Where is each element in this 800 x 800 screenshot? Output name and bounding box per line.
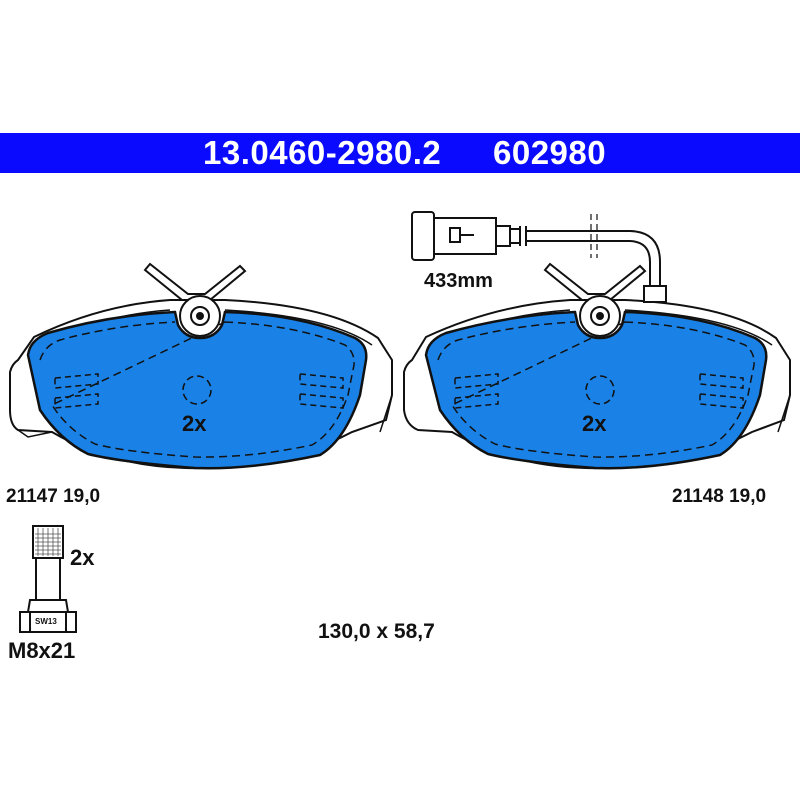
header-banner: 13.0460-2980.2 602980	[0, 133, 800, 173]
spring-clip-left	[143, 262, 247, 301]
bolt	[19, 525, 77, 633]
brake-pad-right	[403, 262, 791, 470]
sensor-length: 433mm	[424, 270, 493, 292]
pad-dimensions: 130,0 x 58,7	[318, 620, 435, 643]
bolt-size: M8x21	[8, 638, 76, 663]
brake-pad-left	[9, 262, 393, 470]
pad-right-quantity: 2x	[582, 411, 607, 436]
pad-right-code: 21148 19,0	[672, 486, 767, 507]
part-number: 13.0460-2980.2	[203, 134, 442, 171]
bolt-wrench-size: SW13	[35, 617, 57, 626]
friction-material-right	[424, 310, 768, 470]
spring-clip-right	[543, 262, 647, 301]
pad-left-code: 21147 19,0	[6, 486, 101, 507]
wear-sensor	[411, 211, 667, 303]
reference-number: 602980	[493, 134, 607, 171]
pad-left-quantity: 2x	[182, 411, 207, 436]
bolt-quantity: 2x	[70, 545, 95, 570]
friction-material-left	[26, 310, 368, 470]
